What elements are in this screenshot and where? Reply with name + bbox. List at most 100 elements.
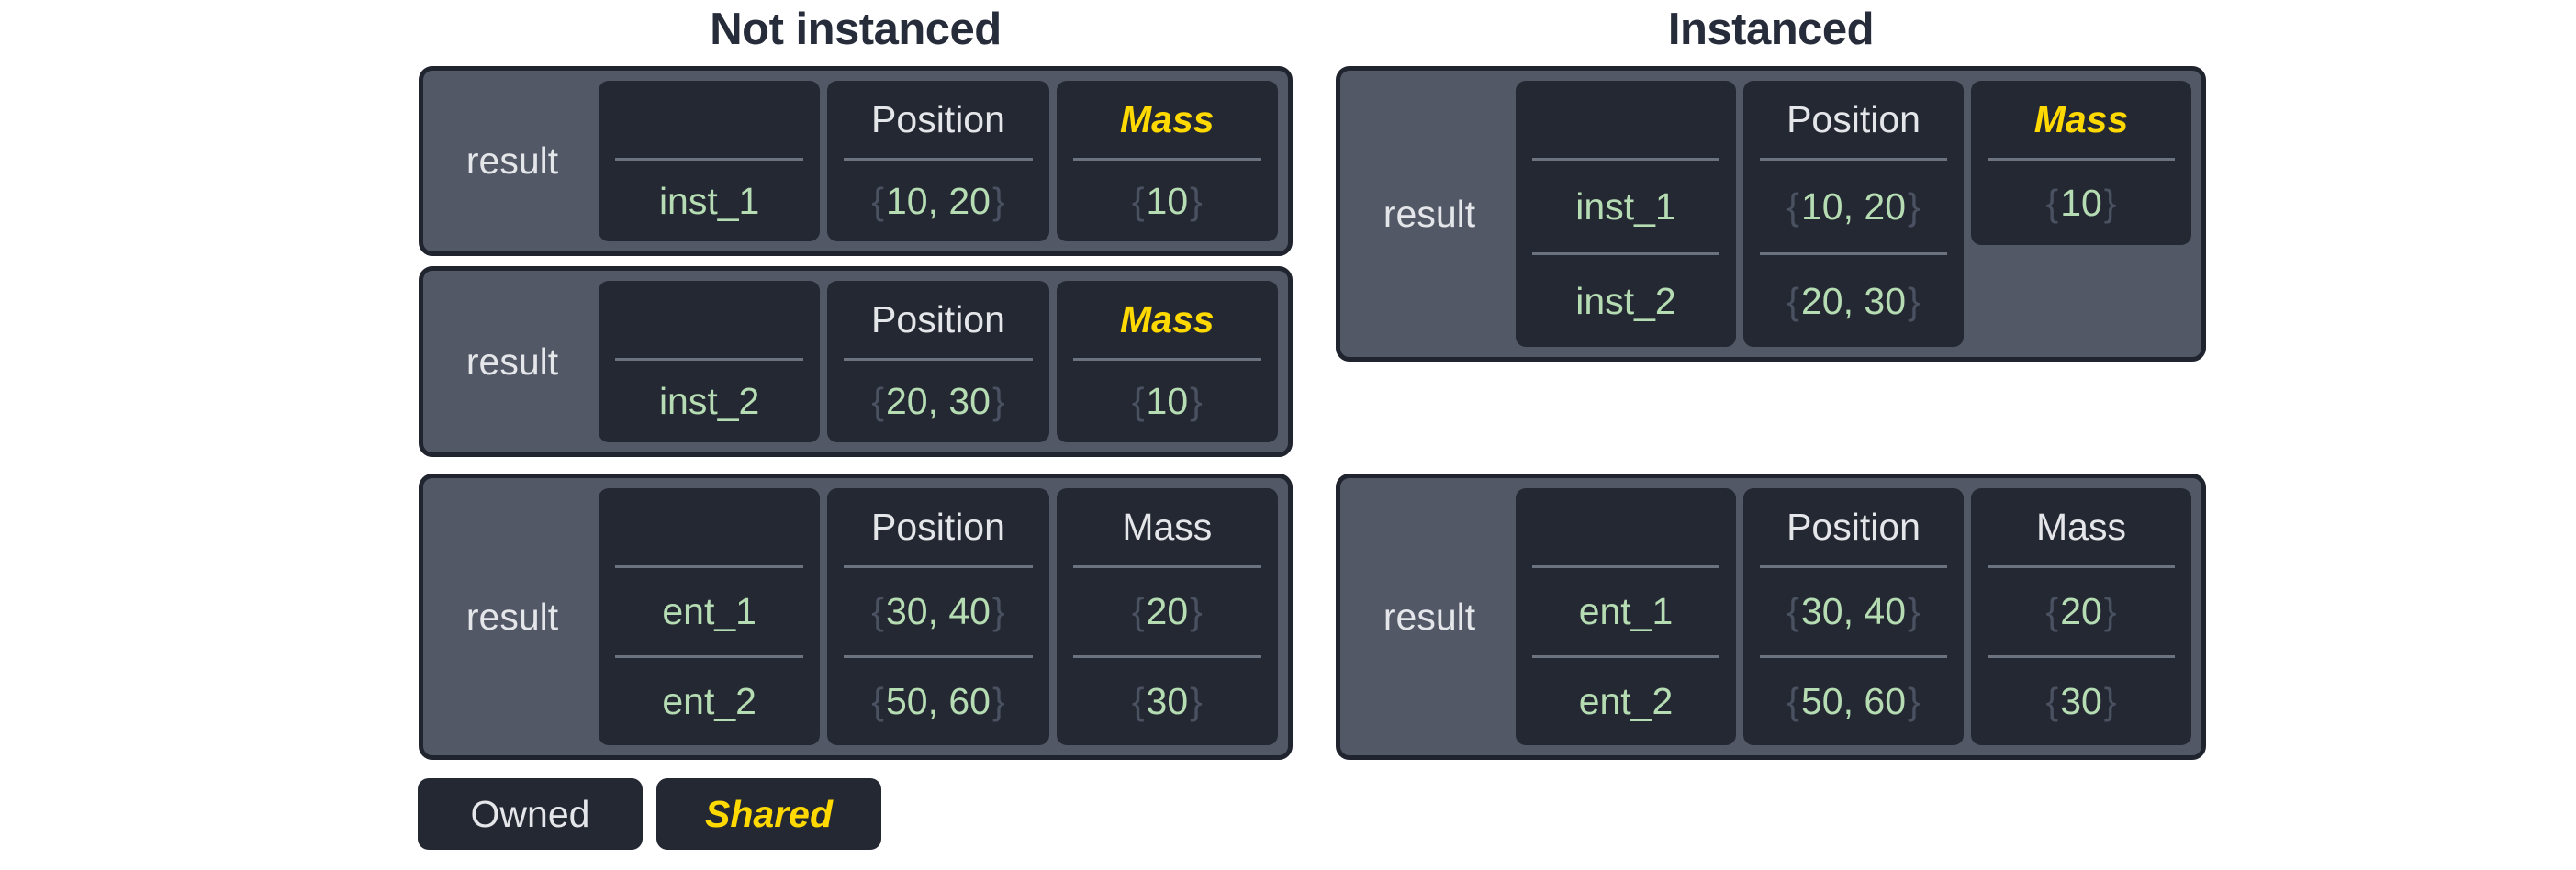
mass-value: {30}	[1971, 658, 2191, 745]
value-text: 20	[1146, 590, 1189, 632]
divider	[1760, 655, 1947, 658]
entity-column: inst_1	[599, 81, 821, 241]
entity-header-blank	[599, 81, 820, 158]
close-brace: }	[1190, 179, 1203, 222]
entity-name: ent_1	[599, 568, 820, 655]
table-not-instanced-entities: result ent_1 ent_2 Position {30, 40} {50…	[419, 474, 1293, 760]
entity-name: ent_1	[1516, 568, 1736, 655]
divider	[1988, 565, 2175, 568]
position-value: {20, 30}	[827, 361, 1048, 442]
table-not-instanced-inst1: result inst_1 Position {10, 20} Mass {10…	[419, 66, 1293, 256]
mass-column: Mass {20} {30}	[1971, 488, 2191, 745]
position-header: Position	[1786, 505, 1921, 548]
position-value: {50, 60}	[827, 658, 1048, 745]
mass-header: Mass	[1122, 505, 1213, 548]
divider	[1760, 565, 1947, 568]
divider	[844, 655, 1033, 658]
entity-text: inst_2	[658, 380, 760, 422]
open-brace: {	[1786, 590, 1799, 632]
value-text: 20, 30	[885, 380, 991, 422]
position-value: {50, 60}	[1743, 658, 1964, 745]
divider	[615, 158, 804, 161]
close-brace: }	[1190, 680, 1203, 722]
open-brace: {	[2045, 680, 2059, 722]
divider	[1532, 252, 1719, 255]
close-brace: }	[2103, 680, 2117, 722]
position-column: Position {10, 20} {20, 30}	[1743, 81, 1964, 347]
open-brace: {	[871, 680, 884, 722]
result-label: result	[465, 595, 559, 638]
entity-column: ent_1 ent_2	[1516, 488, 1736, 745]
mass-value: {10}	[1057, 161, 1278, 241]
entity-header-blank	[599, 488, 820, 565]
divider	[615, 358, 804, 361]
divider	[1532, 158, 1719, 161]
entity-text: inst_2	[1575, 279, 1676, 322]
divider	[1072, 158, 1261, 161]
value-text: 10, 20	[1801, 184, 1906, 228]
open-brace: {	[871, 380, 884, 422]
close-brace: }	[1190, 590, 1203, 632]
position-column: Position {10, 20}	[827, 81, 1049, 241]
legend-shared-chip: Shared	[656, 778, 881, 850]
position-value: {30, 40}	[827, 568, 1048, 655]
entity-text: inst_1	[658, 179, 760, 222]
value-text: 30	[1146, 680, 1189, 722]
open-brace: {	[871, 179, 884, 222]
owned-label: Owned	[470, 792, 590, 835]
mass-column: Mass {10}	[1056, 81, 1278, 241]
divider	[1988, 655, 2175, 658]
open-brace: {	[871, 590, 884, 632]
divider	[1072, 655, 1261, 658]
position-header: Position	[871, 297, 1005, 340]
legend: Owned Shared	[418, 778, 881, 850]
open-brace: {	[2045, 590, 2059, 632]
divider	[1072, 565, 1261, 568]
position-value: {20, 30}	[1743, 255, 1964, 347]
entity-name: ent_2	[1516, 658, 1736, 745]
entity-header-blank	[599, 281, 820, 358]
result-label: result	[1383, 192, 1476, 235]
position-value: {10, 20}	[827, 161, 1048, 241]
divider	[1760, 252, 1947, 255]
open-brace: {	[1131, 179, 1145, 222]
value-text: 50, 60	[885, 680, 991, 722]
table-instanced-entities: result ent_1 ent_2 Position {30, 40} {50…	[1336, 474, 2206, 760]
close-brace: }	[1908, 590, 1921, 632]
open-brace: {	[2045, 181, 2059, 224]
mass-value: {20}	[1057, 568, 1278, 655]
entity-name: inst_1	[1516, 161, 1736, 252]
close-brace: }	[2103, 590, 2117, 632]
mass-column: Mass {20} {30}	[1056, 488, 1278, 745]
entity-column: inst_1 inst_2	[1516, 81, 1736, 347]
position-header: Position	[1786, 97, 1921, 140]
entity-name: inst_2	[599, 361, 820, 442]
position-header: Position	[871, 505, 1005, 548]
value-text: 20, 30	[1801, 279, 1906, 322]
mass-value: {10}	[1057, 361, 1278, 442]
close-brace: }	[1908, 680, 1921, 722]
result-label: result	[1383, 595, 1476, 638]
open-brace: {	[1131, 380, 1145, 422]
mass-header: Mass	[2036, 505, 2126, 548]
divider	[615, 565, 804, 568]
mass-column-shared-single: Mass {10}	[1971, 81, 2191, 245]
close-brace: }	[991, 680, 1005, 722]
open-brace: {	[1786, 184, 1799, 228]
divider	[844, 358, 1033, 361]
divider	[1532, 565, 1719, 568]
legend-owned-chip: Owned	[418, 778, 643, 850]
value-text: 30, 40	[885, 590, 991, 632]
entity-header-blank	[1516, 81, 1736, 158]
value-text: 30, 40	[1801, 590, 1906, 632]
close-brace: }	[991, 590, 1005, 632]
divider	[1988, 158, 2175, 161]
divider	[1760, 158, 1947, 161]
not-instanced-title: Not instanced	[710, 5, 1002, 54]
mass-value: {30}	[1057, 658, 1278, 745]
open-brace: {	[1131, 680, 1145, 722]
divider	[615, 655, 804, 658]
divider	[844, 565, 1033, 568]
position-column: Position {20, 30}	[827, 281, 1049, 442]
